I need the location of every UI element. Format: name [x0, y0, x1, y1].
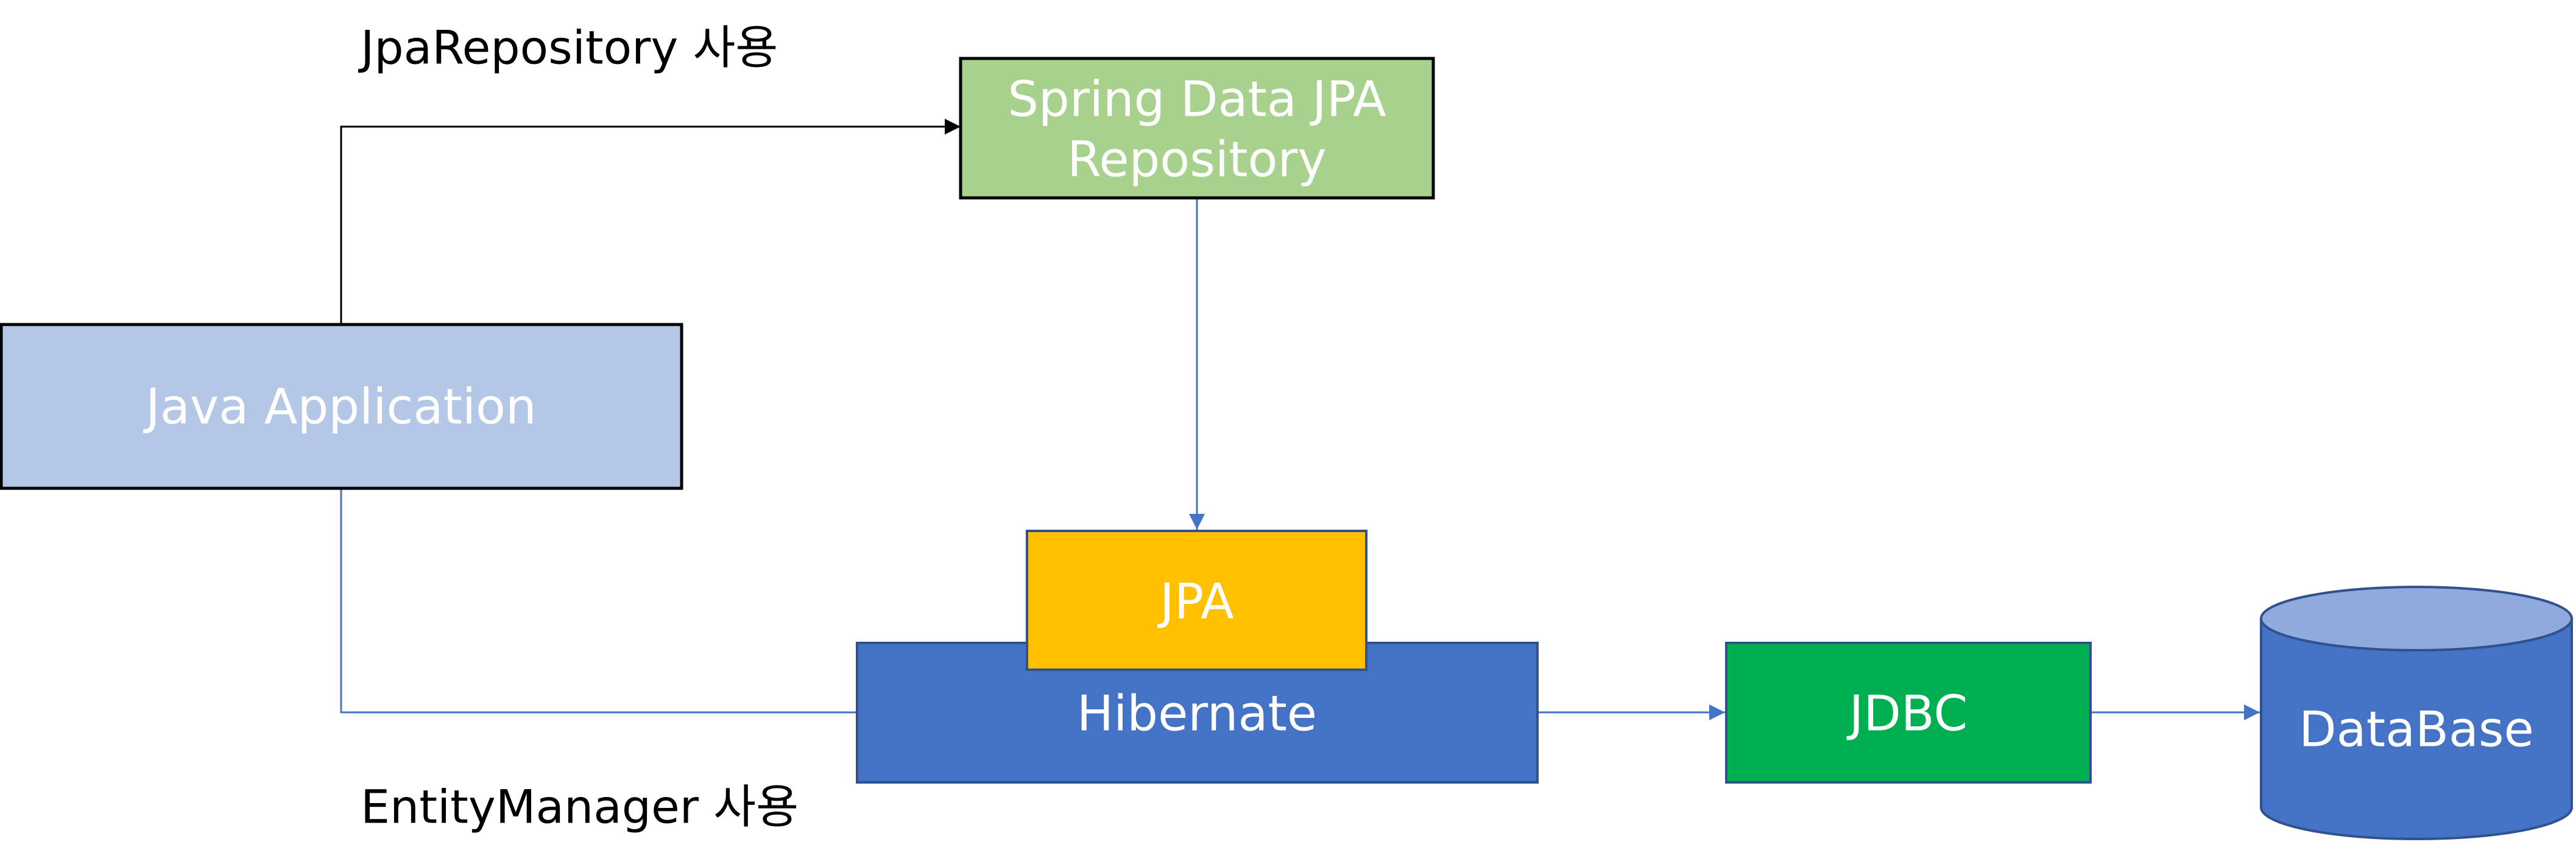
- java-application-box: [0, 323, 683, 490]
- spring-data-jpa-label-line2: Repository: [1067, 132, 1326, 188]
- spring-data-jpa-label-line1: Spring Data JPA: [1007, 71, 1386, 128]
- jdbc-box: [1725, 642, 2092, 784]
- java-application-label: Java Application: [143, 379, 536, 435]
- jpa-box: [1026, 530, 1367, 671]
- spring-data-jpa-node: Spring Data JPA Repository: [959, 57, 1435, 200]
- bottom-path-caption: EntityManager 사용: [361, 780, 799, 834]
- java-application-node: Java Application: [0, 323, 683, 490]
- database-node: DataBase: [2260, 586, 2573, 840]
- spring-data-jpa-box: [959, 57, 1435, 200]
- jdbc-node: JDBC: [1725, 642, 2092, 784]
- database-cylinder-body: [2260, 617, 2573, 840]
- connector-app-to-spring-data: [340, 119, 961, 324]
- jpa-label: JPA: [1157, 574, 1234, 630]
- jdbc-label: JDBC: [1846, 686, 1968, 742]
- jpa-node: JPA: [1026, 530, 1367, 671]
- database-label: DataBase: [2299, 701, 2534, 758]
- top-path-caption: JpaRepository 사용: [358, 21, 778, 75]
- database-cylinder-top: [2260, 586, 2573, 651]
- hibernate-label: Hibernate: [1077, 686, 1317, 742]
- connector-app-to-hibernate: [340, 489, 857, 714]
